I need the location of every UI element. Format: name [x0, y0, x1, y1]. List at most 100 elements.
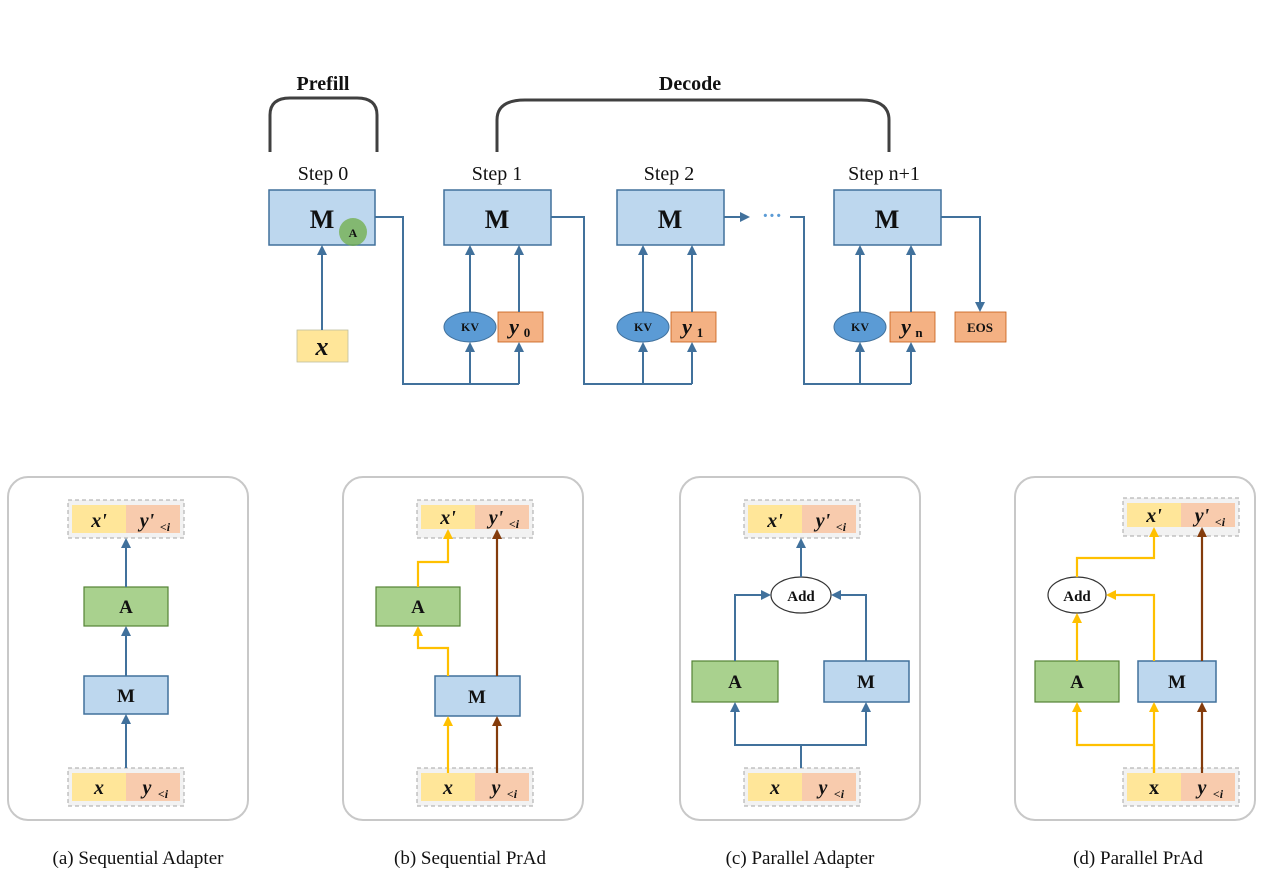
panel-c-in-x: x — [769, 777, 780, 799]
prefill-label: Prefill — [297, 73, 350, 95]
panel-d-model-to-add — [1106, 590, 1156, 661]
panel-c-in-y: y — [817, 777, 828, 799]
panel-b-in-x: x — [442, 777, 453, 799]
panel-c-caption: (c) Parallel Adapter — [726, 848, 875, 869]
step-n1-token-box — [889, 311, 936, 343]
panel-a-model-label: M — [117, 686, 135, 707]
prefill-input-x: x — [315, 332, 329, 361]
step-1-model-label: M — [485, 205, 510, 234]
step-1-label: Step 1 — [472, 163, 523, 185]
panel-c-out-y: y' — [814, 510, 831, 532]
step-1-output-wire — [551, 216, 692, 385]
step-n1-model-label: M — [875, 205, 900, 234]
panel-c-model-to-add — [831, 590, 867, 661]
panel-d-in-x-box — [1127, 773, 1181, 801]
panel-c-frame — [679, 476, 921, 821]
panel-c-add-label: Add — [787, 589, 815, 605]
panel-b-in-sub: <i — [507, 787, 518, 801]
panel-c-model-label: M — [857, 672, 875, 693]
panel-d-in-y: y — [1196, 777, 1207, 799]
step-2-token-box — [670, 311, 717, 343]
panel-b-frame — [342, 476, 584, 821]
panel-a-out-x: x' — [90, 510, 107, 532]
panel-b-model-box — [434, 675, 521, 717]
panel-a-in-y: y — [141, 777, 152, 799]
step-1-model-box — [443, 189, 552, 246]
panel-c-out-x: x' — [766, 510, 783, 532]
panel-d-in-y-box — [1181, 773, 1235, 801]
decode-label: Decode — [659, 73, 721, 95]
panel-a-in-x-box — [72, 773, 126, 801]
panel-b-out-y-box — [475, 505, 529, 529]
panel-b-in-x-box — [421, 773, 475, 801]
panel-d-adapter-label: A — [1070, 672, 1084, 693]
panel-d-model-label: M — [1168, 672, 1186, 693]
panel-b-adapter-label: A — [411, 597, 425, 618]
step-0-adapter-circle — [339, 218, 367, 246]
panel-a-out-x-box — [72, 505, 126, 533]
step-2-label: Step 2 — [644, 163, 695, 185]
panel-b-out-sub: <i — [509, 517, 520, 531]
panel-b-in-y-box — [475, 773, 529, 801]
panel-c-input-to-adapter — [730, 702, 802, 768]
panel-a-in-sub: <i — [158, 787, 169, 801]
decode-brace — [495, 98, 891, 152]
step-0-label: Step 0 — [298, 163, 349, 185]
step-n1-token: y — [898, 314, 911, 339]
panel-d-in-sub: <i — [1213, 787, 1224, 801]
panel-sequential-adapter: x' y' <i A M x y <i (a) Sequential Adapt… — [7, 476, 249, 869]
step-1-token: y — [506, 314, 519, 339]
panel-a-frame — [7, 476, 249, 821]
step-2-model-label: M — [658, 205, 683, 234]
prefill-brace — [268, 96, 379, 152]
panel-a-adapter-box — [83, 586, 169, 627]
panel-a-caption: (a) Sequential Adapter — [53, 848, 225, 869]
panel-c-input-to-model — [801, 702, 871, 746]
prefill-decode-section: Prefill Decode Step 0 Step 1 Step 2 Step… — [268, 73, 1007, 385]
panel-a-in-x: x — [93, 777, 104, 799]
panel-d-caption: (d) Parallel PrAd — [1073, 848, 1203, 869]
panel-d-out-y: y' — [1193, 505, 1210, 527]
step-n1-token-sub: n — [915, 325, 923, 340]
step-2-kv-label: KV — [634, 320, 652, 334]
panel-b-caption: (b) Sequential PrAd — [394, 848, 546, 869]
panel-c-adapter-label: A — [728, 672, 742, 693]
panel-b-model-label: M — [468, 687, 486, 708]
panel-b-model-to-adapter — [413, 626, 450, 676]
panel-c-adapter-to-add — [734, 590, 771, 661]
eos-box — [954, 311, 1007, 343]
panel-d-in-x: x — [1149, 777, 1159, 799]
panel-parallel-adapter: x' y' <i Add A M x y <i (c) Parallel Ada… — [679, 476, 921, 869]
step-0-adapter-label: A — [349, 226, 358, 240]
step-0-output-wire — [375, 216, 519, 385]
ellipsis-dots: ··· — [762, 205, 782, 227]
eos-arrow — [941, 216, 985, 312]
panel-d-adapter-box — [1034, 660, 1120, 703]
panel-a-adapter-label: A — [119, 597, 133, 618]
panel-a-out-y: y' — [138, 510, 155, 532]
panel-a-model-box — [83, 675, 169, 715]
panel-d-frame — [1014, 476, 1256, 821]
panel-c-model-box — [823, 660, 910, 703]
panel-c-out-sub: <i — [836, 520, 847, 534]
panel-d-out-x: x' — [1145, 505, 1162, 527]
eos-label: EOS — [967, 320, 993, 335]
panel-b-out-x: x' — [439, 507, 456, 529]
panel-c-in-x-box — [748, 773, 802, 801]
panel-c-in-y-box — [802, 773, 856, 801]
panel-b-out-y: y' — [487, 507, 504, 529]
panel-b-out-x-box — [421, 505, 475, 529]
panel-d-out-y-box — [1181, 503, 1235, 527]
panel-sequential-prad: x' y' <i A M x y <i (b) Sequential PrAd — [342, 476, 584, 869]
step-n1-label: Step n+1 — [848, 163, 920, 185]
panel-d-model-box — [1137, 660, 1217, 703]
step-n1-kv-label: KV — [851, 320, 869, 334]
step-2-token: y — [679, 314, 692, 339]
step-n-output-wire — [790, 216, 911, 385]
panel-a-out-sub: <i — [160, 520, 171, 534]
step-2-token-sub: 1 — [697, 325, 704, 340]
panel-b-adapter-to-output — [416, 529, 453, 587]
panel-a-out-y-box — [126, 505, 180, 533]
panel-c-out-x-box — [748, 505, 802, 533]
